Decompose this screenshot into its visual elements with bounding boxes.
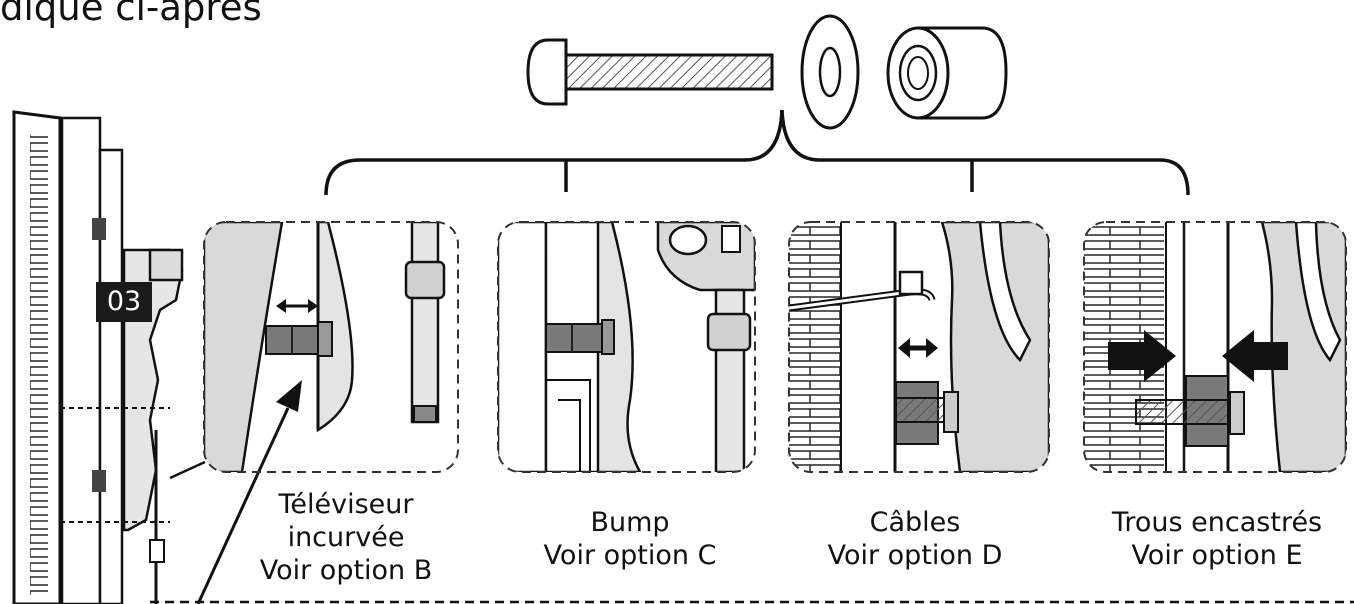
caption-option-c: Bump Voir option C — [510, 506, 750, 572]
step-badge: 03 — [96, 282, 152, 322]
spacer-icon — [886, 26, 1008, 120]
caption-line: Voir option D — [827, 540, 1003, 571]
caption-line: Bump — [590, 507, 670, 538]
detail-panel-b — [203, 221, 459, 473]
caption-line: Téléviseur — [278, 489, 414, 520]
page-heading: dique ci-après — [0, 0, 262, 29]
tv-mount-side-view — [12, 110, 206, 604]
caption-line: Trous encastrés — [1111, 507, 1323, 538]
caption-line: incurvée — [287, 522, 405, 553]
caption-option-d: Câbles Voir option D — [795, 506, 1035, 572]
screw-icon — [526, 38, 774, 106]
arrow-icon — [196, 380, 302, 604]
caption-option-e: Trous encastrés Voir option E — [1082, 506, 1352, 572]
double-arrow-icon — [898, 338, 938, 358]
detail-panel-e — [1083, 221, 1347, 473]
caption-line: Câbles — [869, 507, 961, 538]
caption-line: Voir option B — [259, 555, 433, 586]
detail-panel-c — [497, 221, 756, 473]
caption-line: Voir option E — [1131, 540, 1303, 571]
caption-option-b: Téléviseur incurvée Voir option B — [236, 488, 456, 587]
double-arrow-icon — [276, 299, 318, 313]
washer-icon — [800, 14, 860, 130]
caption-line: Voir option C — [543, 540, 717, 571]
arrow-icon — [1108, 330, 1288, 382]
bracket-line — [324, 109, 1190, 196]
detail-panel-d — [788, 221, 1050, 473]
